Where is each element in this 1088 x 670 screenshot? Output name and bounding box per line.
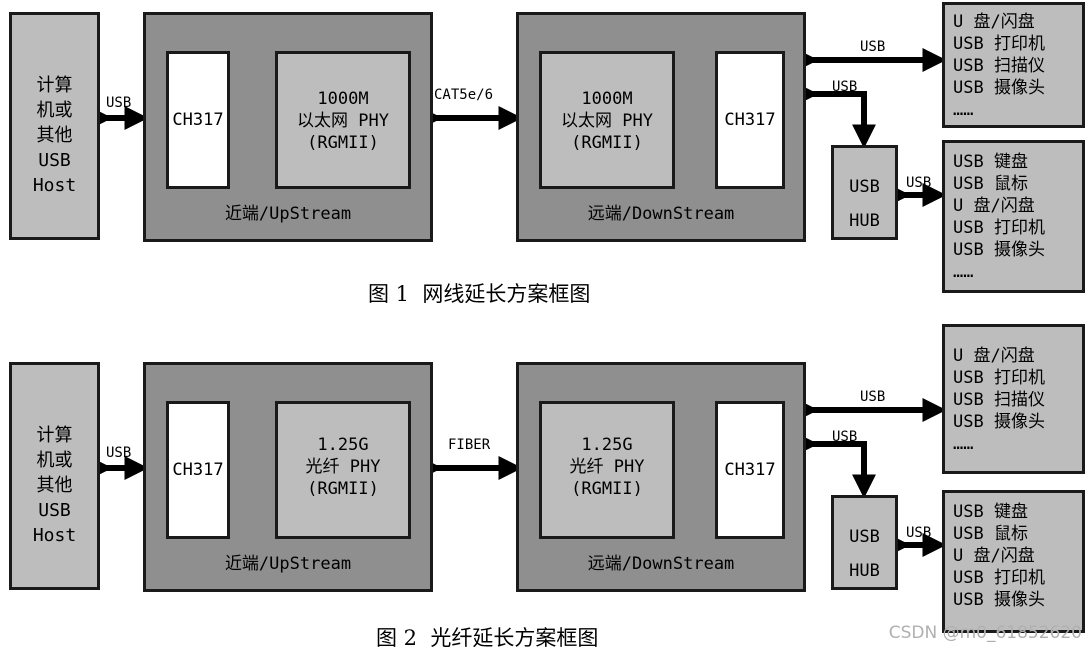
near-phy-box: 1000M 以太网 PHY (RGMII)	[275, 51, 411, 189]
near-ch317-label: CH317	[172, 110, 224, 130]
hub-usb-arrow	[794, 82, 876, 149]
far-end-box: 1.25G 光纤 PHY (RGMII) CH317 远端/DownStream	[516, 362, 806, 592]
cable-label: CAT5e/6	[434, 87, 494, 103]
cable-label: FIBER	[448, 437, 491, 453]
far-phy-box: 1000M 以太网 PHY (RGMII)	[539, 51, 675, 189]
near-end-box: CH317 1.25G 光纤 PHY (RGMII) 近端/UpStream	[143, 362, 433, 592]
watermark: CSDN @m0_61852620	[888, 623, 1082, 643]
far-ch317-box: CH317	[715, 401, 785, 539]
usb-hub-box: USB HUB	[831, 495, 898, 590]
host-box: 计算 机或 其他 USB Host	[9, 362, 100, 590]
near-phy-box: 1.25G 光纤 PHY (RGMII)	[275, 401, 411, 539]
host-box: 计算 机或 其他 USB Host	[9, 12, 100, 240]
near-phy-label: 1000M 以太网 PHY (RGMII)	[297, 89, 389, 153]
hub-device-usb-label: USB	[906, 175, 932, 191]
host-usb-label: USB	[106, 95, 132, 111]
host-usb-label: USB	[106, 445, 132, 461]
figure-2-caption: 图 2 光纤延长方案框图	[376, 626, 599, 650]
hub-device-usb-label: USB	[906, 525, 932, 541]
far-ch317-box: CH317	[715, 51, 785, 189]
near-ch317-label: CH317	[172, 460, 224, 480]
figure-1-network-cable-extension: 计算 机或 其他 USB Host USB CH317 1000M 以太网 PH…	[0, 0, 1088, 320]
hub-devices-box: USB 键盘 USB 鼠标 U 盘/闪盘 USB 打印机 USB 摄像头 ……	[942, 140, 1085, 293]
far-phy-label: 1000M 以太网 PHY (RGMII)	[561, 89, 653, 153]
far-phy-box: 1.25G 光纤 PHY (RGMII)	[539, 401, 675, 539]
near-end-box: CH317 1000M 以太网 PHY (RGMII) 近端/UpStream	[143, 12, 433, 242]
near-phy-label: 1.25G 光纤 PHY (RGMII)	[305, 435, 381, 499]
hub-usb-arrow	[794, 432, 876, 499]
host-label: 计算 机或 其他 USB Host	[32, 75, 77, 196]
direct-devices-list: U 盘/闪盘 USB 打印机 USB 扫描仪 USB 摄像头 ……	[953, 12, 1045, 120]
figure-2-fiber-extension: 计算 机或 其他 USB Host USB CH317 1.25G 光纤 PHY…	[0, 324, 1088, 670]
hub-devices-list: USB 键盘 USB 鼠标 U 盘/闪盘 USB 打印机 USB 摄像头	[953, 502, 1045, 610]
hub-devices-box: USB 键盘 USB 鼠标 U 盘/闪盘 USB 打印机 USB 摄像头	[942, 490, 1085, 633]
device-usb-label: USB	[860, 389, 886, 405]
far-end-label: 远端/DownStream	[587, 554, 735, 574]
direct-devices-box: U 盘/闪盘 USB 打印机 USB 扫描仪 USB 摄像头 ……	[942, 2, 1085, 128]
host-label: 计算 机或 其他 USB Host	[32, 425, 77, 546]
direct-devices-list: U 盘/闪盘 USB 打印机 USB 扫描仪 USB 摄像头 ……	[953, 346, 1045, 454]
hub-usb-label: USB	[832, 429, 858, 445]
far-phy-label: 1.25G 光纤 PHY (RGMII)	[569, 435, 645, 499]
far-ch317-label: CH317	[724, 110, 776, 130]
far-ch317-label: CH317	[724, 460, 776, 480]
far-end-box: 1000M 以太网 PHY (RGMII) CH317 远端/DownStrea…	[516, 12, 806, 242]
direct-devices-box: U 盘/闪盘 USB 打印机 USB 扫描仪 USB 摄像头 ……	[942, 324, 1085, 474]
near-end-label: 近端/UpStream	[224, 554, 352, 574]
far-end-label: 远端/DownStream	[587, 204, 735, 224]
usb-hub-label: USB HUB	[849, 527, 880, 581]
usb-hub-label: USB HUB	[849, 177, 880, 231]
device-usb-label: USB	[860, 39, 886, 55]
near-end-label: 近端/UpStream	[224, 204, 352, 224]
hub-usb-label: USB	[832, 79, 858, 95]
hub-devices-list: USB 键盘 USB 鼠标 U 盘/闪盘 USB 打印机 USB 摄像头 ……	[953, 152, 1045, 282]
near-ch317-box: CH317	[166, 51, 230, 189]
figure-1-caption: 图 1 网线延长方案框图	[368, 282, 591, 306]
near-ch317-box: CH317	[166, 401, 230, 539]
usb-hub-box: USB HUB	[831, 145, 898, 240]
